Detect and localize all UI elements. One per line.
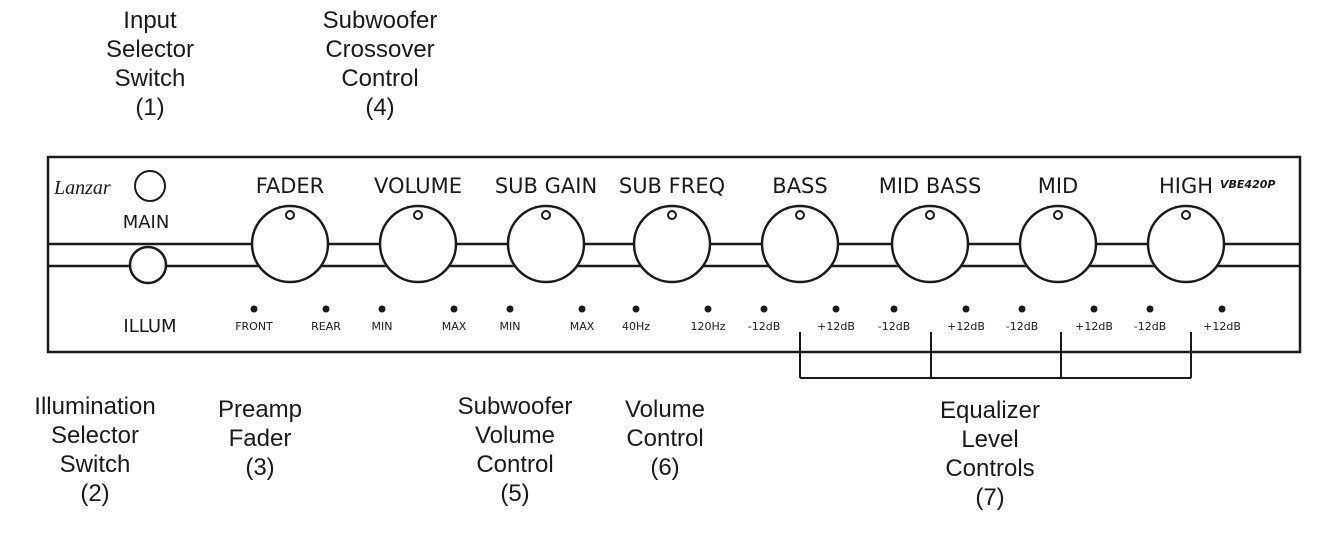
sub-gain-min-dot <box>506 305 514 313</box>
mid-bass-min-label: -12dB <box>878 320 911 333</box>
callout-line: Subwoofer <box>322 7 438 34</box>
volume-max-label: MAX <box>442 320 467 333</box>
callout-line: Illumination <box>34 393 156 420</box>
illum-button[interactable] <box>128 245 168 285</box>
callout-illumination-selector: Illumination Selector Switch (2) <box>15 392 175 508</box>
knob-indicator-dot <box>795 210 805 220</box>
callout-line: Controls <box>945 455 1035 482</box>
callout-line: (6) <box>650 454 680 481</box>
callout-line: Preamp <box>217 396 303 423</box>
high-knob[interactable] <box>1146 204 1226 284</box>
callout-line: Equalizer <box>939 397 1041 424</box>
mid-min-label: -12dB <box>1006 320 1039 333</box>
mid-bass-label: MID BASS <box>879 174 982 198</box>
fader-max-label: REAR <box>311 320 341 333</box>
mid-bass-max-label: +12dB <box>947 320 985 333</box>
callout-line: (1) <box>135 94 165 121</box>
callout-line: Switch <box>59 451 131 478</box>
callout-line: Switch <box>114 65 186 92</box>
callout-line: Control <box>626 425 704 452</box>
callout-line: Level <box>961 426 1019 453</box>
knob-indicator-dot <box>1053 210 1063 220</box>
fader-knob[interactable] <box>250 204 330 284</box>
callout-line: (7) <box>975 484 1005 511</box>
mid-min-dot <box>1018 305 1026 313</box>
mid-knob[interactable] <box>1018 204 1098 284</box>
fader-max-dot <box>322 305 330 313</box>
callout-line: Selector <box>50 422 140 449</box>
callout-line: Crossover <box>325 36 435 63</box>
fader-min-dot <box>250 305 258 313</box>
knob-indicator-dot <box>541 210 551 220</box>
callout-line: Control <box>476 451 554 478</box>
knob-indicator-dot <box>925 210 935 220</box>
callout-line: (2) <box>80 480 110 507</box>
sub-gain-min-label: MIN <box>500 320 521 333</box>
mid-max-label: +12dB <box>1075 320 1113 333</box>
callout-line: Control <box>341 65 419 92</box>
callout-line: Volume <box>474 422 556 449</box>
mid-bass-max-dot <box>962 305 970 313</box>
knob-indicator-dot <box>413 210 423 220</box>
callout-line: Volume <box>624 396 706 423</box>
sub-gain-max-dot <box>578 305 586 313</box>
main-label: MAIN <box>123 212 170 233</box>
volume-min-dot <box>378 305 386 313</box>
callout-equalizer-level: Equalizer Level Controls (7) <box>915 396 1065 512</box>
mid-bass-knob[interactable] <box>890 204 970 284</box>
sub-freq-min-dot <box>632 305 640 313</box>
callout-line: (3) <box>245 454 275 481</box>
high-max-dot <box>1218 305 1226 313</box>
high-min-dot <box>1146 305 1154 313</box>
callout-input-selector: Input Selector Switch (1) <box>95 6 205 122</box>
fader-label: FADER <box>256 174 325 198</box>
knob-indicator-dot <box>1181 210 1191 220</box>
bass-max-dot <box>832 305 840 313</box>
callout-volume-control: Volume Control (6) <box>605 395 725 482</box>
knob-indicator-dot <box>285 210 295 220</box>
volume-min-label: MIN <box>372 320 393 333</box>
main-button[interactable] <box>134 170 166 202</box>
high-label: HIGH <box>1159 174 1213 198</box>
callout-subwoofer-volume: Subwoofer Volume Control (5) <box>440 392 590 508</box>
faceplate-panel <box>46 155 1302 354</box>
sub-freq-min-label: 40Hz <box>622 320 650 333</box>
bass-min-label: -12dB <box>748 320 781 333</box>
mid-label: MID <box>1038 174 1078 198</box>
callout-subwoofer-crossover: Subwoofer Crossover Control (4) <box>305 6 455 122</box>
callout-line: (4) <box>365 94 395 121</box>
illum-label: ILLUM <box>123 316 176 337</box>
high-max-label: +12dB <box>1203 320 1241 333</box>
sub-gain-max-label: MAX <box>570 320 595 333</box>
sub-gain-label: SUB GAIN <box>495 174 597 198</box>
volume-max-dot <box>450 305 458 313</box>
knob-indicator-dot <box>667 210 677 220</box>
mid-max-dot <box>1090 305 1098 313</box>
sub-gain-knob[interactable] <box>506 204 586 284</box>
bass-max-label: +12dB <box>817 320 855 333</box>
callout-line: Input <box>123 7 177 34</box>
callout-line: Subwoofer <box>457 393 573 420</box>
callout-line: Fader <box>228 425 292 452</box>
sub-freq-label: SUB FREQ <box>619 174 725 198</box>
sub-freq-max-dot <box>704 305 712 313</box>
equalizer-bracket <box>799 332 1192 379</box>
sub-freq-max-label: 120Hz <box>690 320 725 333</box>
volume-label: VOLUME <box>374 174 462 198</box>
sub-freq-knob[interactable] <box>632 204 712 284</box>
callout-line: (5) <box>500 480 530 507</box>
callout-line: Selector <box>105 36 195 63</box>
high-min-label: -12dB <box>1134 320 1167 333</box>
knob-row: FADER FRONT REAR VOLUME MIN MAX SUB GAIN MIN MAX… <box>235 174 1241 333</box>
bass-min-dot <box>760 305 768 313</box>
bass-label: BASS <box>772 174 827 198</box>
mid-bass-min-dot <box>890 305 898 313</box>
fader-min-label: FRONT <box>235 320 273 333</box>
callout-preamp-fader: Preamp Fader (3) <box>200 395 320 482</box>
model-badge: VBE420P <box>1220 178 1275 191</box>
bass-knob[interactable] <box>760 204 840 284</box>
brand-logo: Lanzar <box>53 177 111 199</box>
volume-knob[interactable] <box>378 204 458 284</box>
